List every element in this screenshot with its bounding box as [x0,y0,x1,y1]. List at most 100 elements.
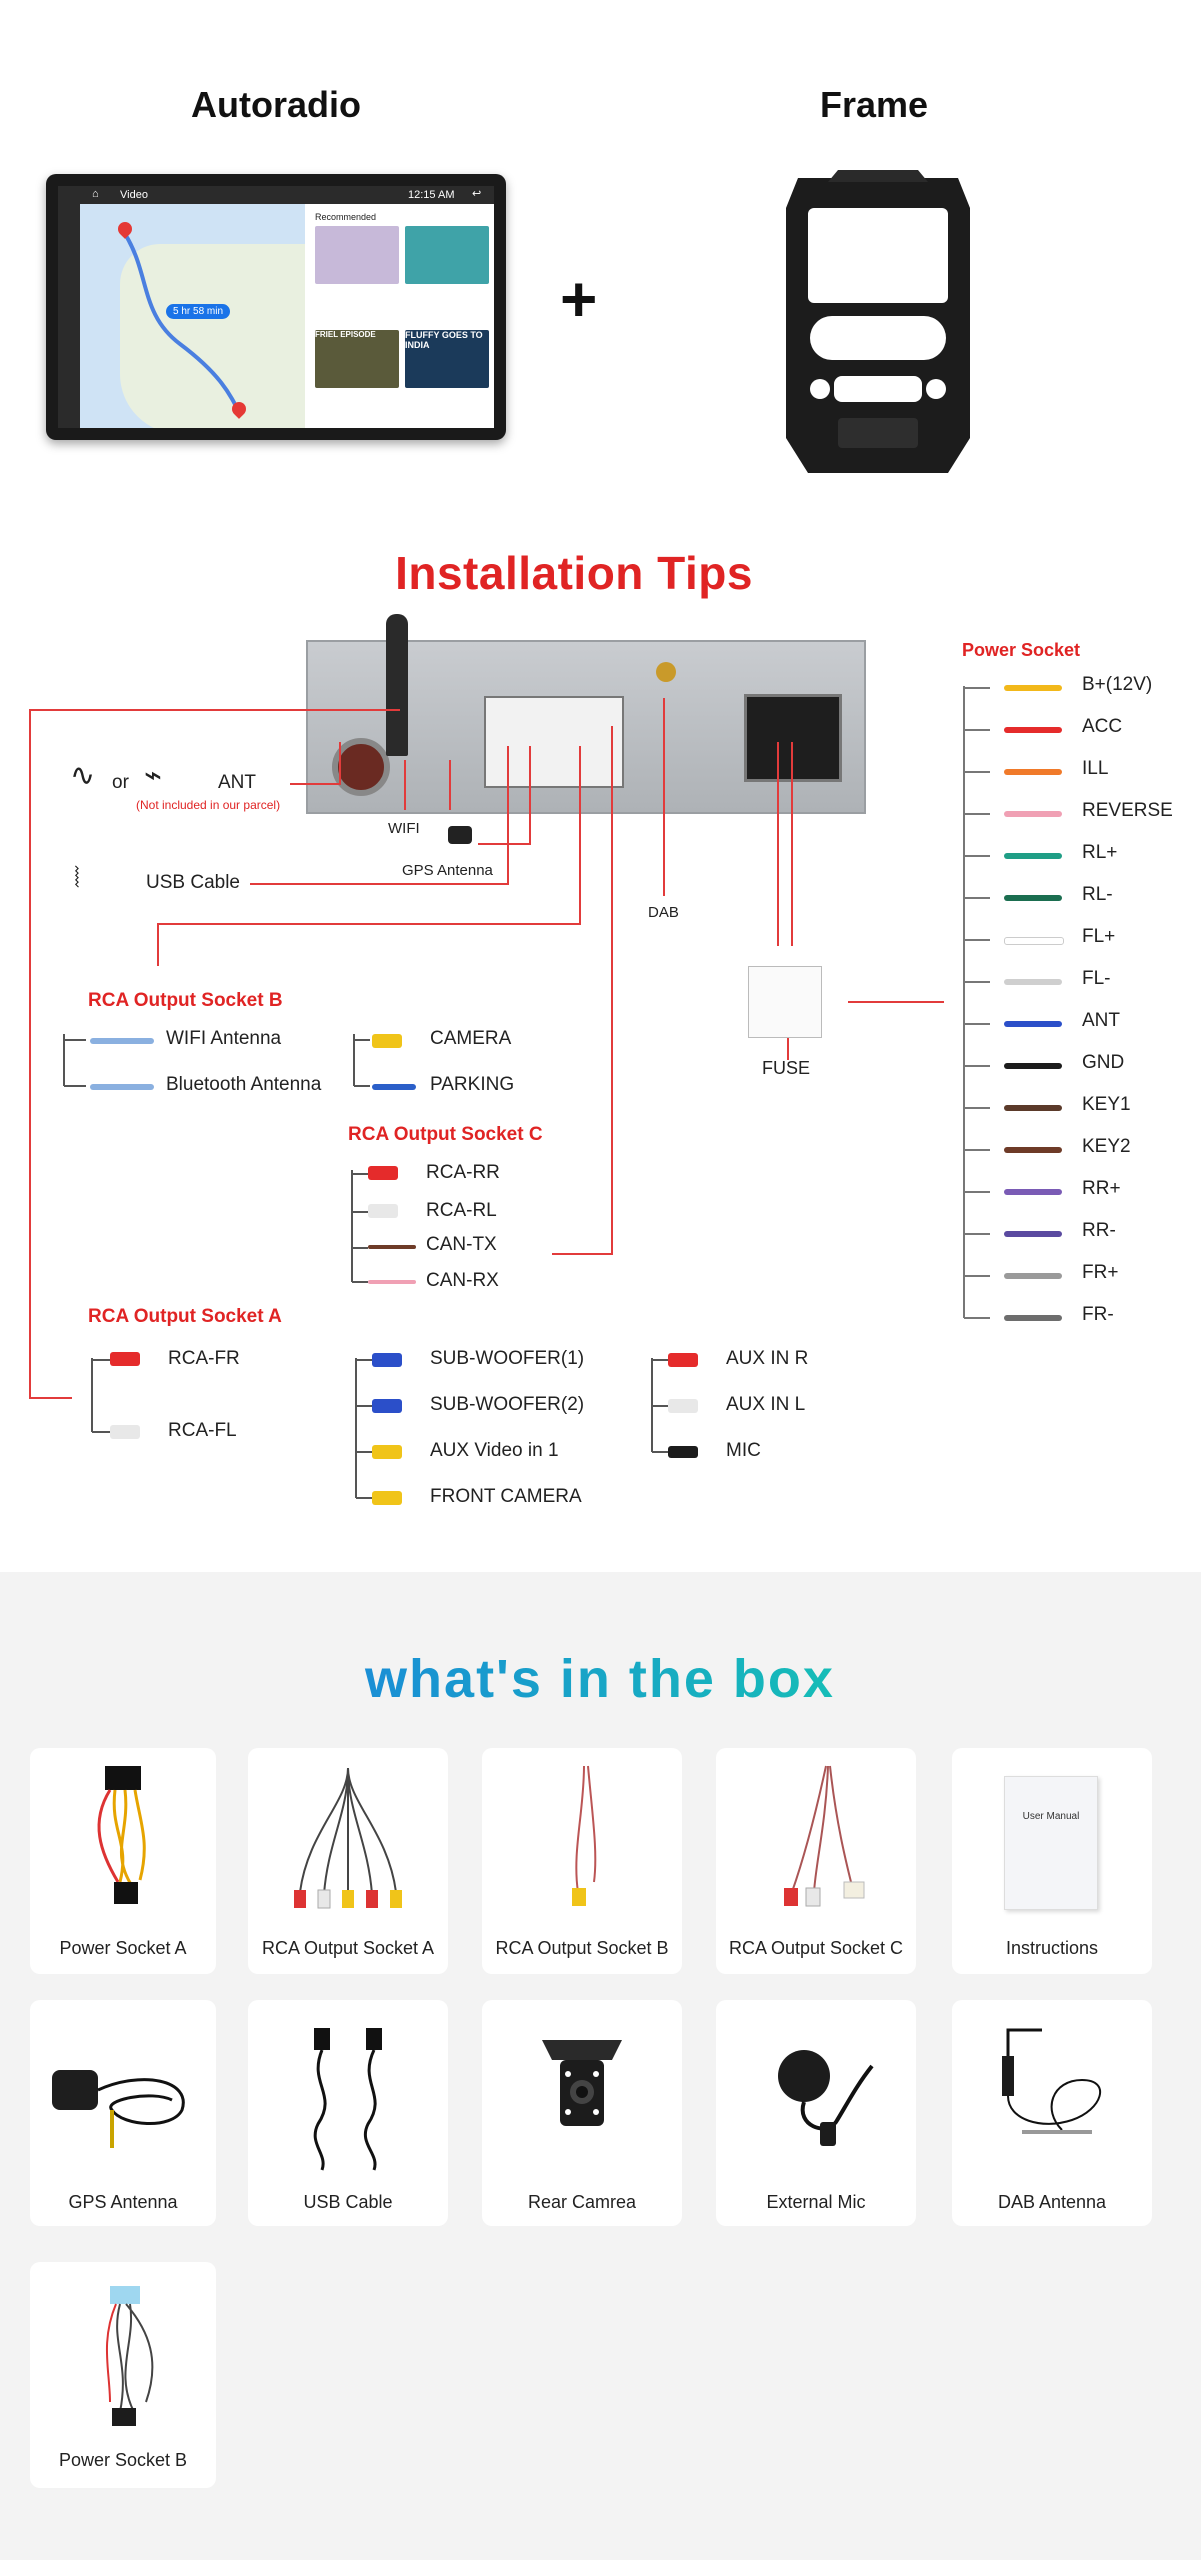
map-land [120,244,320,428]
blue-rca-plug [372,1353,402,1367]
rca-b-item: WIFI Antenna [166,1028,282,1049]
cable-coil-icon: ∿ [70,759,96,792]
box-item-label: RCA Output Socket A [261,1938,435,1958]
power-wire [1004,1273,1062,1279]
screen-topbar: ⌂ Video 12:15 AM ↩ [58,186,494,204]
dab-plug [656,662,676,682]
power-socket-item: RL+ [1082,842,1118,863]
power-socket-item: GND [1082,1052,1125,1073]
rca-c-item: CAN-RX [426,1270,499,1291]
blue-rca-plug [372,1399,402,1413]
power-socket-item: FL- [1082,968,1111,989]
box-item-label: GPS Antenna [68,2192,178,2212]
power-wire [1004,937,1064,945]
rca-a-image [294,1767,402,1909]
power-wire [1004,979,1062,985]
power-socket-item: RR- [1082,1220,1116,1241]
power-socket-item: KEY1 [1082,1094,1131,1115]
ant-or-label: or [112,772,129,793]
rca-c-item: RCA-RR [426,1162,500,1183]
fuse-box [748,966,822,1038]
video-panel: Recommended FRIEL EPISODE FLUFFY GOES TO… [305,204,494,428]
power-socket-item: FR- [1082,1304,1114,1325]
box-card-gps: GPS Antenna [30,2000,216,2226]
power-socket-item: FL+ [1082,926,1116,947]
wire-wifi-antenna [90,1038,154,1044]
rear-camera-image [542,2040,622,2126]
power-socket-item: ANT [1082,1010,1120,1031]
rca-b-title: RCA Output Socket B [88,990,283,1011]
box-card-power-socket-b: Power Socket B [30,2262,216,2488]
radio-screen: ⌂ Video 12:15 AM ↩ 5 hr 58 min Recommend… [58,186,494,428]
red-rca-plug [368,1166,398,1180]
box-card-mic: External Mic [716,2000,916,2226]
power-wire [1004,727,1062,733]
manual-title: User Manual [1022,1811,1080,1822]
white-rca-plug [668,1399,698,1413]
rca-a-right-item: MIC [726,1440,761,1461]
box-card-rca-a: RCA Output Socket A [248,1748,448,1974]
screen-app-title: Video [120,189,148,201]
box-item-label: RCA Output Socket C [728,1938,904,1958]
yellow-rca-plug [372,1034,402,1048]
power-socket-item: ILL [1082,758,1109,779]
power-wire [1004,1021,1062,1027]
power-socket-a-image [97,1766,146,1904]
power-socket-title: Power Socket [962,640,1081,660]
video-thumb: FLUFFY GOES TO INDIA [405,330,489,388]
ant-label: ANT [218,772,256,793]
plus-sign: + [560,263,598,335]
screen-clock: 12:15 AM [408,189,455,201]
yellow-rca-plug [372,1491,402,1505]
video-thumb [405,226,489,284]
ant-note: (Not included in our parcel) [136,798,281,812]
manual-booklet: User Manual [1004,1776,1098,1910]
rca-c-item: CAN-TX [426,1234,497,1255]
gps-antenna-label: GPS Antenna [402,862,493,879]
box-card-power-socket-a: Power Socket A [30,1748,216,1974]
rca-a-mid-item: FRONT CAMERA [430,1486,582,1507]
rca-a-left-item: RCA-FL [168,1420,237,1441]
box-title: what's in the box [320,1648,880,1710]
box-item-label: Power Socket B [58,2450,188,2470]
wire-parking [372,1084,416,1090]
power-wire [1004,1063,1062,1069]
power-wire [1004,1231,1062,1237]
box-card-rear-camera: Rear Camrea [482,2000,682,2226]
rca-a-mid-item: AUX Video in 1 [430,1440,559,1461]
connection-lines [29,686,990,1499]
usb-cable-icon: ⦚ [74,862,80,893]
rca-b-item: PARKING [430,1074,515,1095]
box-item-label: RCA Output Socket B [495,1938,669,1958]
box-card-instructions: User Manual Instructions [952,1748,1152,1974]
wire-bluetooth-antenna [90,1084,154,1090]
fuse-label: FUSE [762,1058,811,1078]
frame-title: Frame [819,84,929,125]
frame-image [786,170,970,473]
rca-b-item: Bluetooth Antenna [166,1074,322,1095]
route-time-badge: 5 hr 58 min [166,304,231,319]
rca-a-right-item: AUX IN R [726,1348,809,1369]
power-socket-b-image [105,2286,154,2426]
box-item-label: Power Socket A [59,1938,187,1958]
wire-can-rx [368,1280,416,1284]
white-rca-plug [110,1425,140,1439]
recommended-label: Recommended [315,212,377,222]
box-item-label: External Mic [766,2192,866,2212]
power-socket-item: ACC [1082,716,1123,737]
power-socket-item: KEY2 [1082,1136,1131,1157]
power-wire [1004,1189,1062,1195]
box-card-dab: DAB Antenna [952,2000,1152,2226]
box-item-label: Instructions [1005,1938,1099,1958]
box-item-label: DAB Antenna [997,2192,1107,2212]
power-socket-item: RR+ [1082,1178,1121,1199]
power-wire [1004,853,1062,859]
gps-antenna-icon [448,826,472,844]
rca-a-right-item: AUX IN L [726,1394,806,1415]
rca-a-left-item: RCA-FR [168,1348,240,1369]
video-thumb [315,226,399,284]
box-card-rca-c: RCA Output Socket C [716,1748,916,1974]
rca-a-title: RCA Output Socket A [88,1306,282,1327]
back-icon: ↩ [472,188,482,200]
box-card-rca-b: RCA Output Socket B [482,1748,682,1974]
